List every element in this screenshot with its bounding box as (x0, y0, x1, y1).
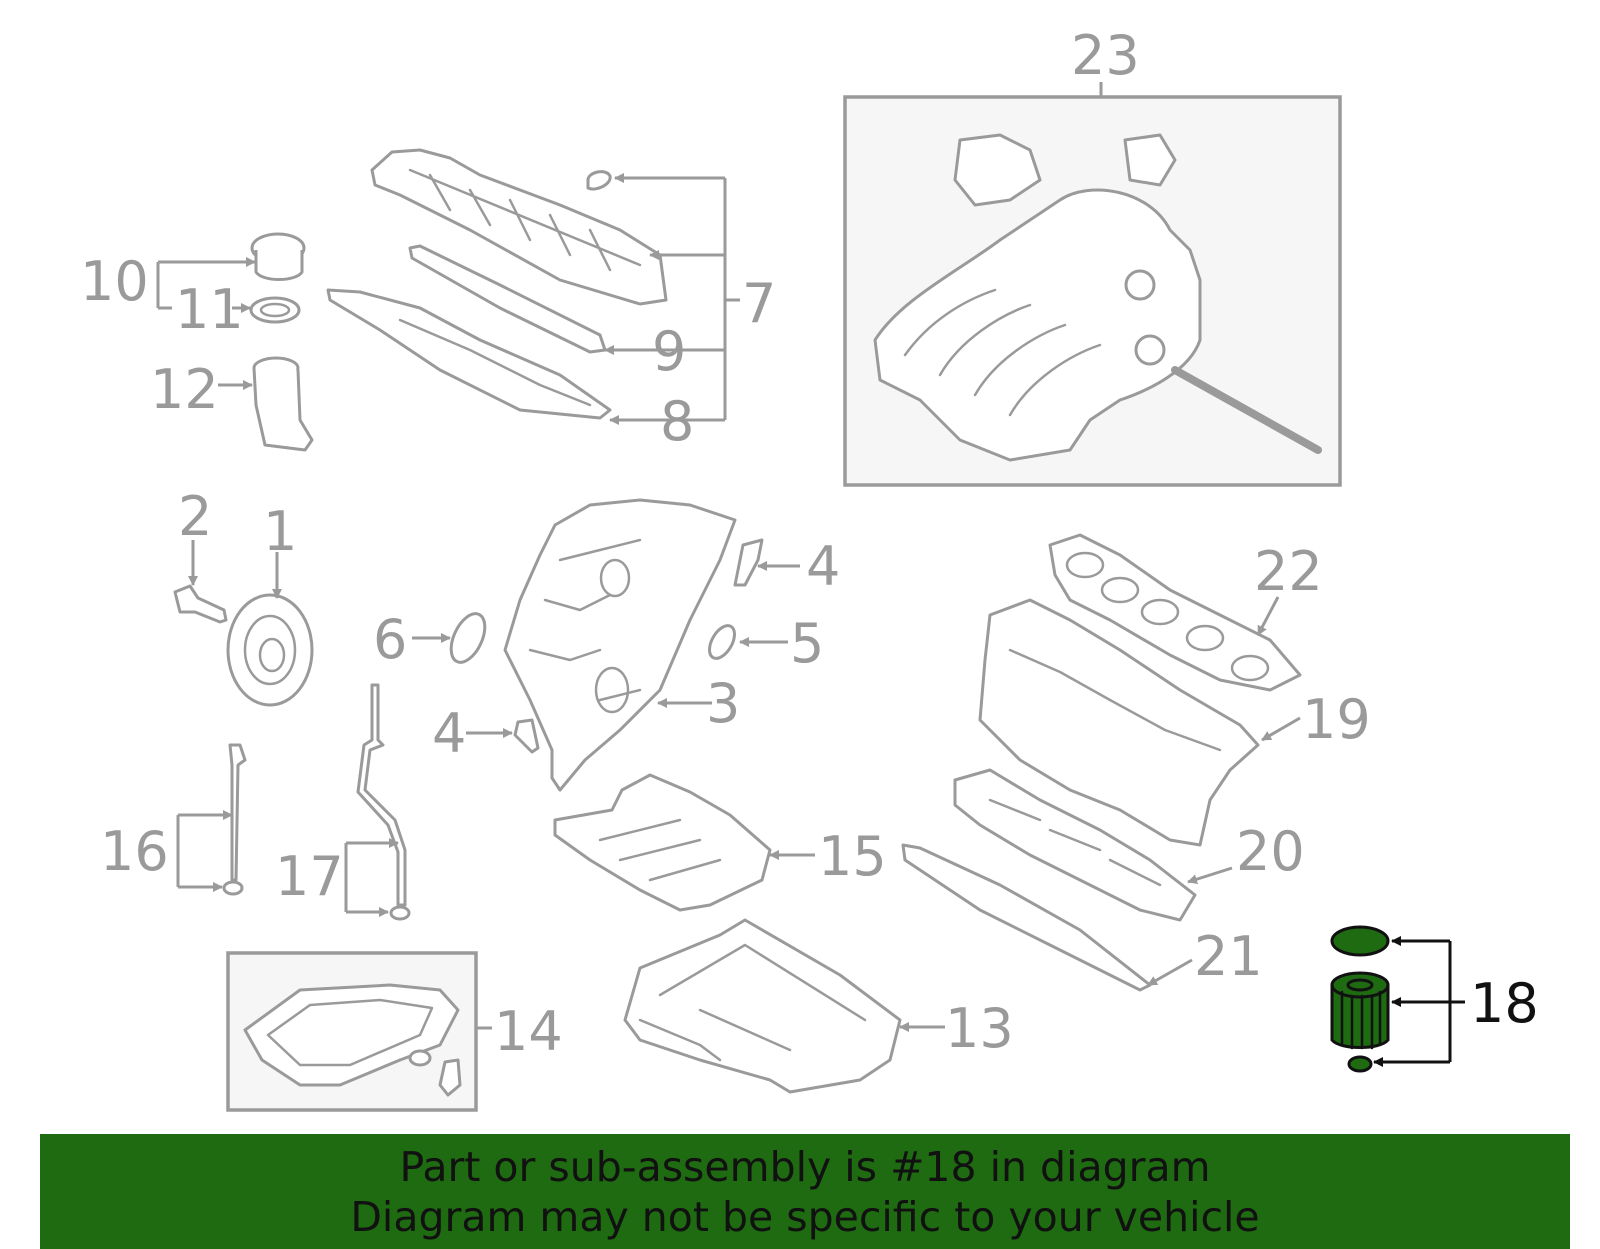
part-4-gasket-lower (466, 718, 540, 754)
callout-4-lower: 4 (432, 702, 466, 765)
part-21-gasket (901, 843, 1193, 992)
part-2-bolt (173, 540, 228, 624)
callout-22: 22 (1254, 540, 1323, 603)
part-4-gasket-upper (733, 538, 800, 587)
part-6-oring (412, 612, 487, 664)
callout-4-upper: 4 (806, 535, 840, 598)
part-17-dipstick-tube (344, 683, 411, 921)
callout-15: 15 (818, 825, 887, 888)
banner-line-1: Part or sub-assembly is #18 in diagram (399, 1143, 1211, 1191)
callout-5: 5 (790, 612, 824, 675)
info-banner: Part or sub-assembly is #18 in diagram D… (40, 1134, 1570, 1249)
banner-line-2: Diagram may not be specific to your vehi… (350, 1193, 1260, 1241)
callout-13: 13 (945, 997, 1014, 1060)
part-12-filler-neck (252, 356, 314, 452)
part-5-oring (708, 624, 788, 660)
part-3-timing-cover (503, 498, 737, 792)
callout-10: 10 (80, 250, 149, 313)
part-18-oil-filter (1330, 925, 1465, 1073)
callout-10-12-leaders (156, 257, 256, 390)
part-15-baffle (553, 773, 815, 912)
callout-19: 19 (1302, 688, 1371, 751)
callout-11: 11 (175, 278, 244, 341)
callout-16: 16 (100, 820, 169, 883)
part-11-seal (249, 296, 301, 324)
part-10-oil-cap (250, 232, 306, 281)
part-22-gasket (1048, 533, 1302, 692)
part-7-valve-cover (370, 148, 668, 306)
callout-6: 6 (373, 608, 407, 671)
callout-17: 17 (275, 845, 344, 908)
part-16-dipstick (176, 743, 247, 896)
callout-14: 14 (494, 1000, 563, 1063)
callout-21: 21 (1194, 925, 1263, 988)
part-1-crank-pulley (226, 552, 314, 707)
callout-7: 7 (742, 272, 776, 335)
part-19-lower-manifold (978, 598, 1301, 847)
callout-2: 2 (178, 485, 212, 548)
callout-20: 20 (1236, 820, 1305, 883)
callout-12: 12 (150, 358, 219, 421)
part-8-gasket (326, 288, 612, 420)
callout-23: 23 (1071, 24, 1140, 87)
part-14-oil-pan-lower (226, 951, 492, 1112)
callout-1: 1 (263, 500, 297, 563)
part-23-intake-manifold (843, 82, 1342, 487)
callout-3: 3 (706, 672, 740, 735)
callout-18: 18 (1470, 972, 1539, 1035)
callout-8: 8 (660, 390, 694, 453)
callout-9: 9 (652, 320, 686, 383)
part-13-oil-pan (623, 918, 945, 1094)
part-20-gasket (953, 768, 1233, 922)
callout-7-bracket (604, 173, 740, 425)
